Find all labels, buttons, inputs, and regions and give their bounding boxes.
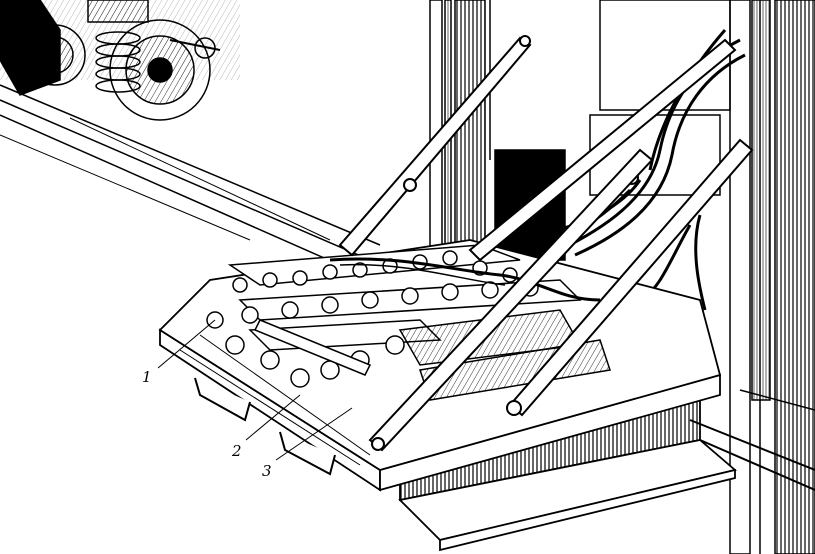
carry-handles: [194, 377, 336, 476]
terminal-row-low: [225, 335, 405, 388]
support-struts: [338, 35, 754, 452]
spring-coil: [95, 31, 141, 93]
internal-components: [206, 244, 611, 401]
bogie-background: [0, 0, 240, 121]
floor-lines: [0, 84, 381, 266]
callout-2: 2: [231, 442, 242, 460]
callout-leaders: [157, 319, 353, 461]
callout-1: 1: [142, 368, 152, 386]
callout-3: 3: [262, 462, 272, 480]
